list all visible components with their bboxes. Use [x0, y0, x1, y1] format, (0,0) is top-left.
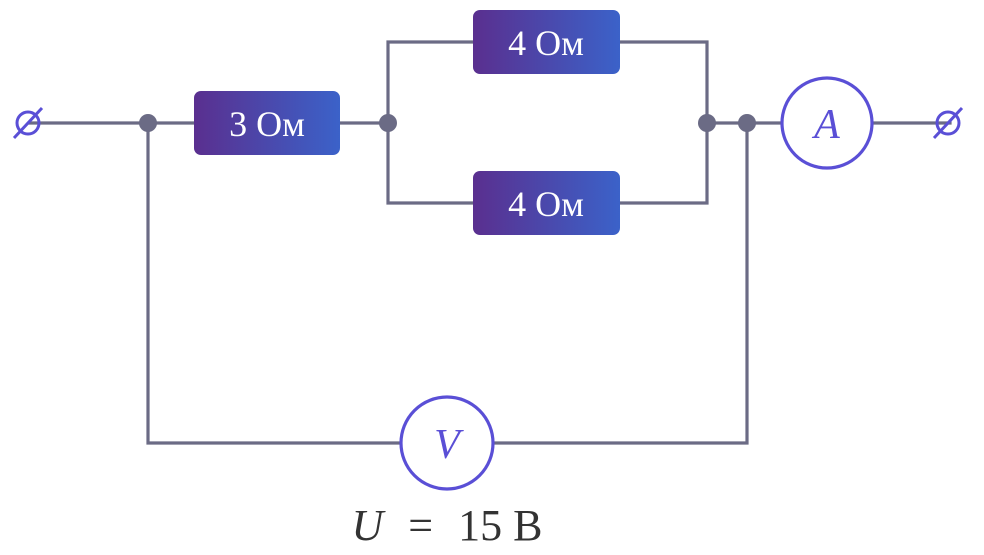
voltage-symbol: U [352, 501, 387, 550]
voltage-caption: U = 15 В [352, 501, 543, 550]
ammeter-label: A [811, 102, 840, 148]
terminal-left-icon [12, 106, 44, 140]
wire-branch-bottom-left [386, 121, 475, 205]
voltmeter: V [399, 395, 495, 491]
voltage-equals: = [408, 501, 433, 550]
ammeter: A [780, 76, 874, 170]
resistor-parallel-top-label: 4 Ом [508, 23, 584, 63]
resistor-series-label: 3 Ом [229, 104, 305, 144]
resistor-parallel-top: 4 Ом [473, 10, 620, 74]
junction-node-merge [698, 114, 716, 132]
resistor-parallel-bottom-label: 4 Ом [508, 184, 584, 224]
wire-branch-bottom-right [618, 121, 709, 205]
wire-voltmeter-right [492, 121, 749, 445]
voltmeter-label: V [434, 422, 464, 468]
wire-branch-top-left [386, 40, 475, 125]
resistor-series: 3 Ом [194, 91, 340, 155]
resistor-parallel-bottom: 4 Ом [473, 171, 620, 235]
terminal-right-icon [932, 106, 964, 140]
wire-branch-top-right [618, 40, 709, 125]
junction-node-left [139, 114, 157, 132]
junction-node-right [738, 114, 756, 132]
voltage-value: 15 В [458, 501, 542, 550]
wire-voltmeter-left [146, 121, 402, 445]
junction-node-split [379, 114, 397, 132]
